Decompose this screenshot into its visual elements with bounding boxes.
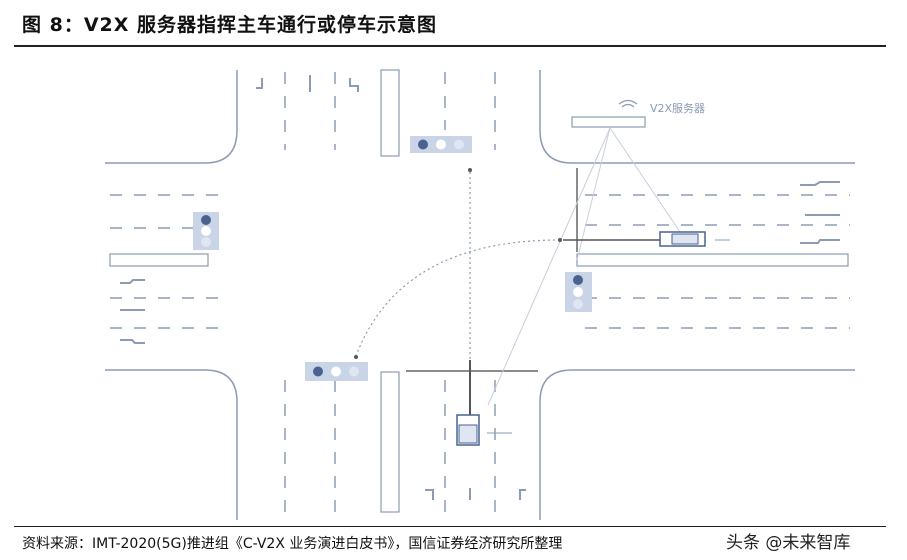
lane-arrows	[120, 75, 840, 500]
traffic-light-top	[410, 136, 472, 153]
watermark: 头条 @未来智库	[726, 533, 851, 553]
lane-dashes	[110, 72, 850, 515]
signal-lines	[487, 127, 681, 406]
wifi-icon	[618, 99, 638, 108]
curb-top-left	[105, 70, 238, 164]
road-curbs	[105, 70, 855, 520]
vehicle-bottom	[456, 360, 512, 446]
stop-lines	[406, 168, 578, 372]
curb-bottom-right	[539, 369, 855, 520]
vehicle-right	[563, 231, 730, 247]
source-divider	[14, 526, 886, 527]
curb-top-right	[539, 70, 855, 164]
traffic-light-left	[193, 212, 219, 250]
figure-title: 图 8：V2X 服务器指挥主车通行或停车示意图	[22, 14, 438, 36]
v2x-server: V2X服务器	[571, 99, 705, 128]
traffic-light-right	[565, 272, 592, 312]
medians	[109, 69, 849, 513]
curb-bottom-left	[105, 369, 238, 520]
traffic-light-bottom	[305, 362, 368, 381]
server-label: V2X服务器	[650, 102, 705, 115]
route-paths	[355, 172, 561, 360]
traffic-lights	[193, 136, 592, 381]
figure-source: 资料来源：IMT-2020(5G)推进组《C-V2X 业务演进白皮书》，国信证券…	[22, 536, 563, 552]
title-divider	[14, 45, 886, 47]
server-box	[571, 116, 646, 128]
route-endpoints	[354, 168, 562, 359]
